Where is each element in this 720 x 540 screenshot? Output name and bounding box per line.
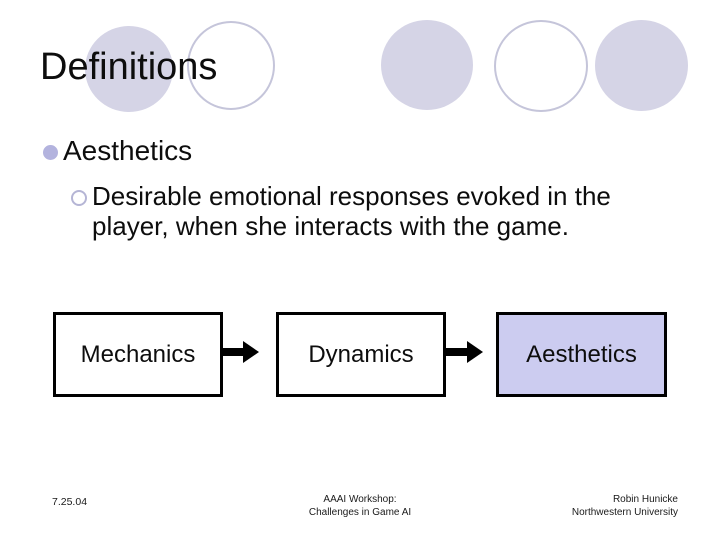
diagram-box-label: Dynamics <box>308 340 414 368</box>
decorative-circle-filled-icon <box>381 20 473 110</box>
diagram-box-label: Aesthetics <box>526 340 637 368</box>
footer-author-affiliation: Northwestern University <box>571 507 678 518</box>
arrow-right-icon <box>222 348 243 356</box>
footer-workshop: AAAI Workshop: Challenges in Game AI <box>250 493 470 519</box>
bullet-label: Aesthetics <box>63 135 193 166</box>
arrow-right-icon <box>446 348 467 356</box>
arrow-right-icon <box>467 341 483 363</box>
bullet-dot-icon <box>43 145 58 160</box>
decorative-circle-filled-icon <box>85 26 173 112</box>
diagram-box-aesthetics: Aesthetics <box>496 312 667 397</box>
footer-date: 7.25.04 <box>52 496 88 508</box>
sub-bullet-ring-icon <box>71 190 87 206</box>
decorative-circle-filled-icon <box>595 20 688 111</box>
footer-workshop-line2: Challenges in Game AI <box>308 507 412 518</box>
diagram-box-label: Mechanics <box>80 340 196 368</box>
footer-author-name: Robin Hunicke <box>612 494 678 505</box>
footer-workshop-line1: AAAI Workshop: <box>323 494 397 505</box>
diagram-box-mechanics: Mechanics <box>53 312 223 397</box>
sub-bullet-text: Desirable emotional responses evoked in … <box>92 181 611 241</box>
decorative-circle-outline-icon <box>494 20 588 112</box>
decorative-circle-outline-icon <box>187 21 275 110</box>
slide-title: Definitions <box>40 46 218 88</box>
sub-bullet-text-line1: Desirable emotional responses evoked in … <box>92 181 611 211</box>
footer-author: Robin Hunicke Northwestern University <box>458 493 678 519</box>
arrow-right-icon <box>243 341 259 363</box>
diagram-box-dynamics: Dynamics <box>276 312 446 397</box>
sub-bullet-text-line2: player, when she interacts with the game… <box>92 211 569 241</box>
